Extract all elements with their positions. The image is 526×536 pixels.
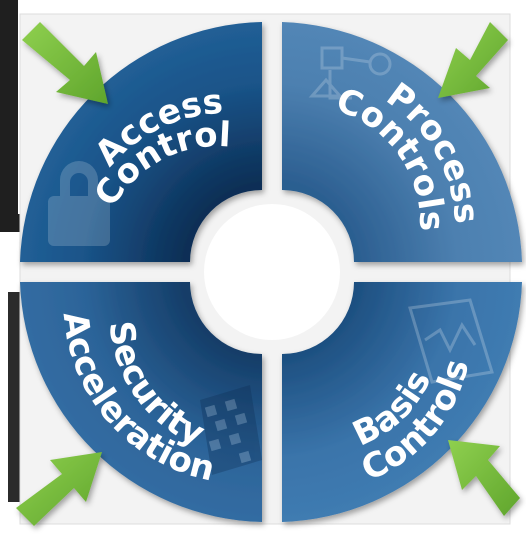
- process-controls-segment[interactable]: [282, 22, 522, 262]
- center-hole: [204, 204, 340, 340]
- arrow-basis-icon: [448, 440, 520, 516]
- process-flow-icon: [308, 46, 392, 100]
- arrow-process-icon: [438, 22, 508, 98]
- padlock-icon: [48, 161, 110, 246]
- checkered-flag-icon: [200, 385, 262, 475]
- arrow-access-icon: [22, 22, 108, 104]
- access-controls-segment[interactable]: [20, 22, 262, 262]
- arrow-security-icon: [16, 452, 102, 526]
- security-acceleration-segment[interactable]: [20, 282, 262, 522]
- basis-controls-segment[interactable]: [282, 282, 522, 522]
- monitor-icon: [408, 298, 494, 384]
